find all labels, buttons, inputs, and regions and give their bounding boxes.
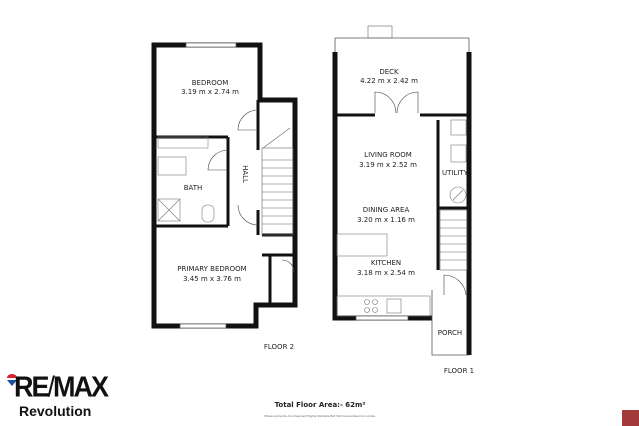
floor-2-label: FLOOR 2 [263, 343, 295, 351]
door-swings [374, 91, 467, 296]
room-dims-bedroom: 3.19 m x 2.74 m [181, 88, 239, 96]
floor-1-inner-walls [335, 113, 469, 270]
room-dims-kitchen: 3.18 m x 2.54 m [357, 269, 415, 277]
corner-badge [622, 410, 639, 426]
floor-1-label: FLOOR 1 [443, 367, 475, 375]
room-label-primary-bedroom: PRIMARY BEDROOM [177, 265, 247, 273]
room-dims-primary-bedroom: 3.45 m x 3.76 m [183, 275, 241, 283]
room-label-utility: UTILITY [442, 169, 468, 177]
remax-logo-text: RE/MAX [14, 371, 109, 403]
room-dims-deck: 4.22 m x 2.42 m [360, 77, 418, 85]
room-dims-dining-area: 3.20 m x 1.16 m [357, 216, 415, 224]
floor-1-outer-walls [332, 52, 472, 355]
disclaimer: Measurements Are Deemed Highly Reliable … [264, 414, 376, 418]
utility-fixtures [449, 119, 467, 204]
deck-gate [367, 25, 393, 39]
door-swings [207, 109, 295, 273]
room-label-bedroom: BEDROOM [191, 79, 229, 87]
total-floor-area: Total Floor Area:- 62m² [274, 401, 366, 409]
staircase [261, 127, 294, 236]
floor-1-plan [332, 25, 472, 356]
room-label-dining-area: DINING AREA [362, 206, 410, 214]
window [185, 42, 237, 48]
room-label-kitchen: KITCHEN [370, 259, 402, 267]
porch-outline [431, 290, 469, 356]
staircase [439, 209, 468, 271]
window [355, 315, 409, 321]
deck-outline [334, 37, 470, 52]
closet [157, 136, 209, 149]
room-label-living-room: LIVING ROOM [364, 151, 412, 159]
room-label-deck: DECK [379, 68, 399, 76]
room-label-bath: BATH [183, 184, 203, 192]
floor-2-plan [151, 42, 298, 329]
window [179, 323, 227, 329]
remax-balloon-logo [7, 374, 17, 386]
room-label-hall: HALL [241, 165, 249, 183]
office-name: Revolution [19, 403, 92, 419]
room-dims-living-room: 3.19 m x 2.52 m [359, 161, 417, 169]
bath-fixtures [157, 156, 215, 223]
room-label-porch: PORCH [437, 329, 463, 337]
